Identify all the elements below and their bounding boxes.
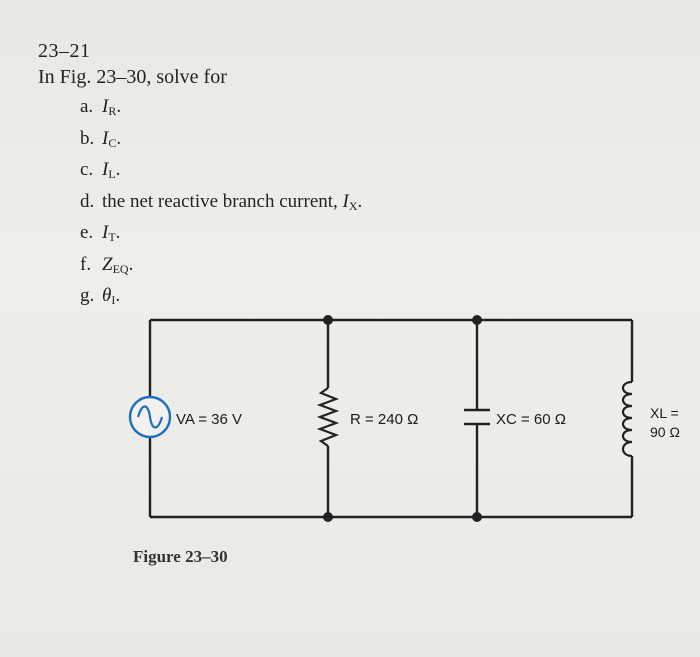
inductor-label-line2: 90 Ω bbox=[650, 424, 680, 440]
source-label: VA = 36 V bbox=[176, 411, 242, 428]
capacitor-label: XC = 60 Ω bbox=[496, 411, 566, 428]
ac-source-icon bbox=[128, 395, 172, 439]
circuit-wires bbox=[148, 318, 634, 519]
list-item: e.IT. bbox=[80, 222, 121, 244]
junction-dot bbox=[323, 512, 333, 522]
list-item: c.IL. bbox=[80, 159, 121, 181]
resistor-label: R = 240 Ω bbox=[350, 411, 418, 428]
inductor-label-line1: XL = bbox=[650, 405, 679, 421]
problem-number: 23–21 bbox=[38, 40, 91, 62]
junction-dot bbox=[472, 512, 482, 522]
inductor-icon bbox=[621, 380, 633, 458]
junction-dot bbox=[472, 315, 482, 325]
capacitor-icon bbox=[464, 408, 490, 426]
list-item: g.θI. bbox=[80, 285, 121, 307]
figure-caption: Figure 23–30 bbox=[133, 547, 228, 566]
resistor-icon bbox=[316, 387, 340, 447]
problem-intro: In Fig. 23–30, solve for bbox=[38, 66, 227, 88]
problem-parts-list: a.IR. b.IC. c.IL. d.the net reactive bra… bbox=[80, 95, 362, 316]
list-item: b.IC. bbox=[80, 127, 122, 150]
list-item: d.the net reactive branch current, IX. bbox=[80, 190, 363, 213]
list-item: f.ZEQ. bbox=[80, 253, 134, 276]
junction-dot bbox=[323, 315, 333, 325]
list-item: a.IR. bbox=[80, 96, 122, 118]
